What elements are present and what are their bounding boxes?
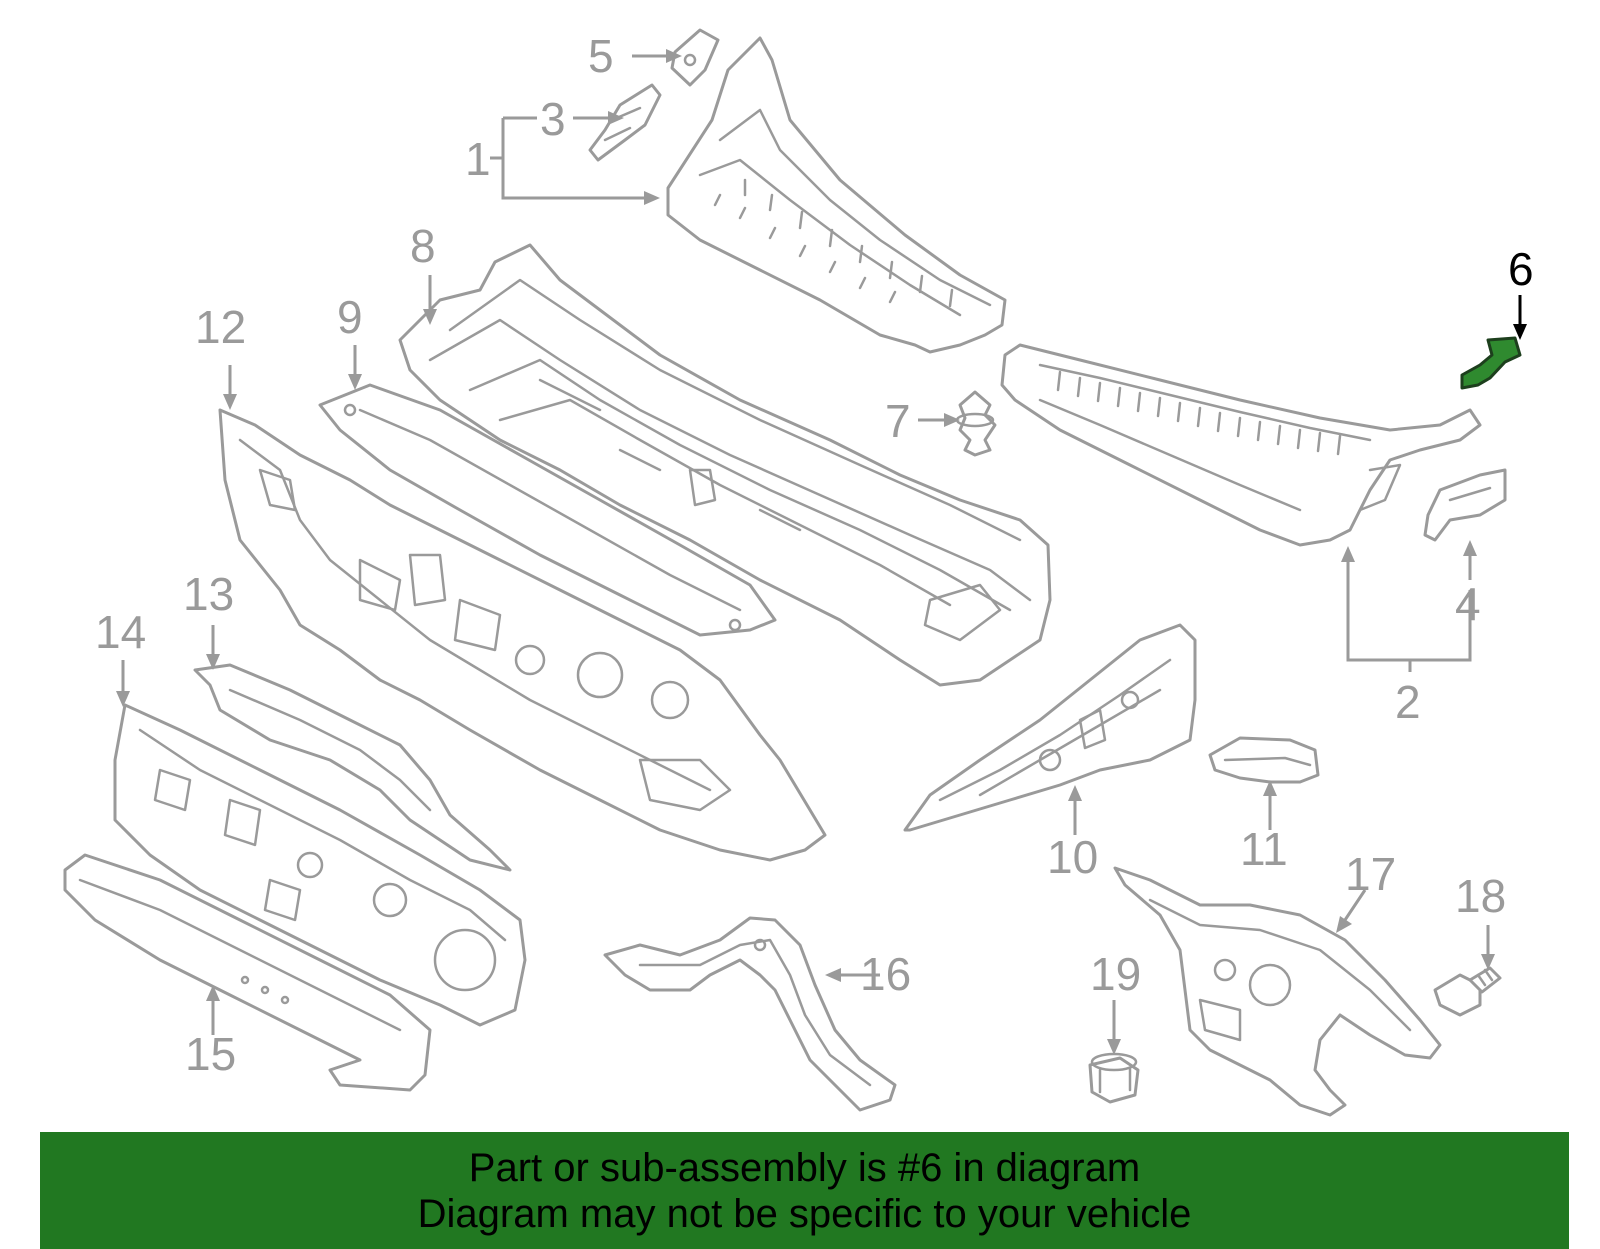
callout-4: 4: [1455, 578, 1481, 630]
part-14-lower-dash[interactable]: [113, 703, 527, 1027]
part-18-bolt[interactable]: [1433, 966, 1502, 1017]
callout-6: 6: [1508, 243, 1534, 295]
banner-line-part-info: Part or sub-assembly is #6 in diagram: [468, 1145, 1141, 1190]
callout-3: 3: [540, 93, 566, 145]
callout-13: 13: [183, 568, 234, 620]
part-5-bracket[interactable]: [670, 28, 720, 87]
callout-7: 7: [885, 395, 911, 447]
part-16-brace[interactable]: [603, 916, 897, 1112]
callout-9: 9: [337, 291, 363, 343]
callout-1: 1: [465, 133, 491, 185]
callout-14: 14: [95, 606, 146, 658]
part-6-bracket-highlighted[interactable]: [1460, 336, 1522, 390]
part-10-side-panel[interactable]: [903, 623, 1197, 832]
callout-16: 16: [860, 948, 911, 1000]
part-2-lower-cowl[interactable]: [1000, 343, 1482, 547]
part-3-bracket[interactable]: [588, 83, 662, 162]
callout-19: 19: [1090, 948, 1141, 1000]
callout-labels: 1 3 5 8 9 12 13 14 15 7 6 4 2 10 11 16 1…: [95, 30, 1534, 1080]
part-1-cowl-panel[interactable]: [666, 36, 1007, 354]
callout-10: 10: [1047, 831, 1098, 883]
leader-lines: [116, 49, 1527, 1055]
callout-2: 2: [1395, 676, 1421, 728]
part-7-clip[interactable]: [955, 390, 997, 457]
part-8-cowl-top[interactable]: [398, 243, 1052, 687]
part-13-strip[interactable]: [193, 663, 512, 872]
part-9-strip[interactable]: [318, 383, 777, 637]
part-4-bracket[interactable]: [1423, 468, 1507, 542]
part-12-dash-panel[interactable]: [218, 408, 827, 862]
callout-8: 8: [410, 220, 436, 272]
info-banner: Part or sub-assembly is #6 in diagram Di…: [40, 1132, 1569, 1249]
banner-line-disclaimer: Diagram may not be specific to your vehi…: [417, 1191, 1192, 1236]
callout-11: 11: [1240, 823, 1288, 875]
callout-17: 17: [1345, 848, 1396, 900]
part-11-block[interactable]: [1208, 736, 1320, 784]
part-17-bracket-assembly[interactable]: [1113, 866, 1442, 1117]
callout-18: 18: [1455, 870, 1506, 922]
callout-5: 5: [588, 30, 614, 82]
part-19-nut[interactable]: [1088, 1052, 1140, 1104]
callout-12: 12: [195, 301, 246, 353]
callout-15: 15: [185, 1028, 236, 1080]
part-15-bar[interactable]: [63, 853, 432, 1092]
